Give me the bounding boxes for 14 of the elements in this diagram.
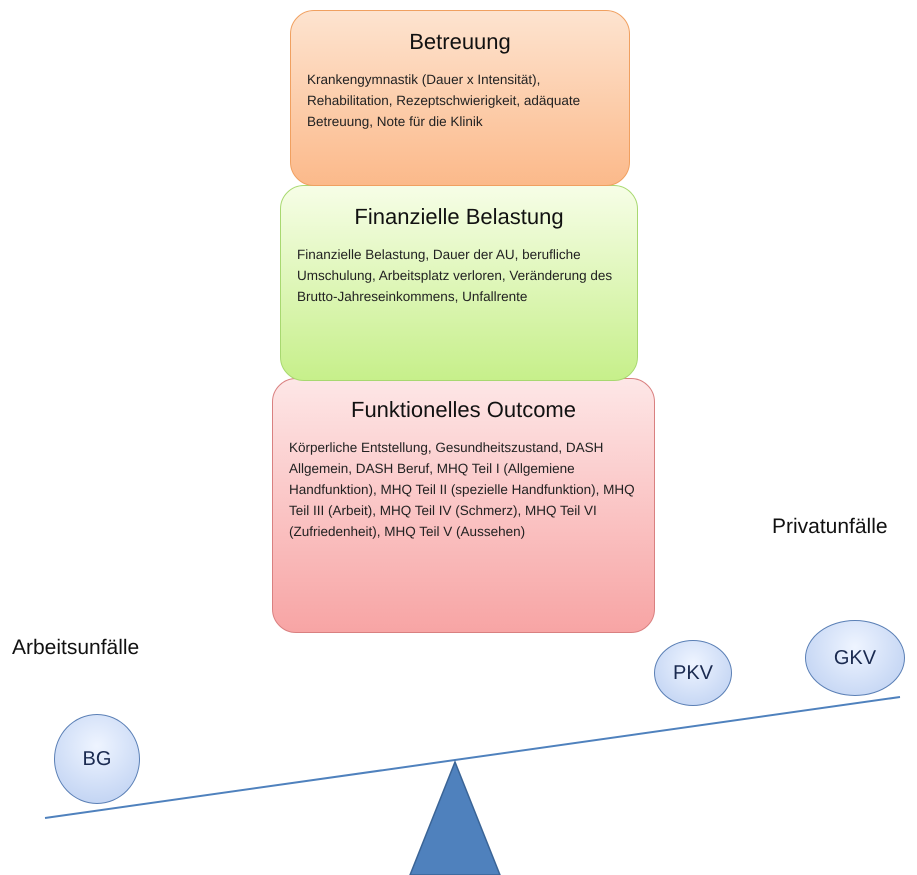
box-text: Körperliche Entstellung, Gesundheitszustand, DASH Allgemein, DASH Beruf, MHQ Teil I (Allgemiene Handfunktion), MHQ Teil II (spezielle Handfunktion), MHQ Teil III (Arbeit), MHQ Teil IV (Schmerz), MHQ Teil VI (Zufriedenheit), MHQ Teil V (Aussehen) bbox=[289, 439, 636, 541]
circle-label: PKV bbox=[672, 662, 714, 684]
side-label: Arbeitsunfälle bbox=[12, 636, 140, 660]
box-text: Finanzielle Belastung, Dauer der AU, berufliche Umschulung, Arbeitsplatz verloren, Veränderung des Brutto-Jahreseinkommens, Unfallrente bbox=[297, 246, 614, 306]
box-heading: Funktionelles Outcome bbox=[350, 397, 577, 423]
category-box bbox=[280, 185, 638, 381]
side-label: Privatunfälle bbox=[772, 515, 888, 539]
box-heading: Betreuung bbox=[408, 29, 512, 55]
box-text: Krankengymnastik (Dauer x Intensität), Rehabilitation, Rezeptschwierigkeit, adäquate Betreuung, Note für die Klinik bbox=[307, 71, 582, 131]
circle-label: GKV bbox=[834, 646, 876, 670]
box-heading: Finanzielle Belastung bbox=[353, 204, 565, 230]
category-box bbox=[272, 378, 655, 633]
circle-label: BG bbox=[82, 748, 112, 770]
category-box bbox=[290, 10, 630, 186]
